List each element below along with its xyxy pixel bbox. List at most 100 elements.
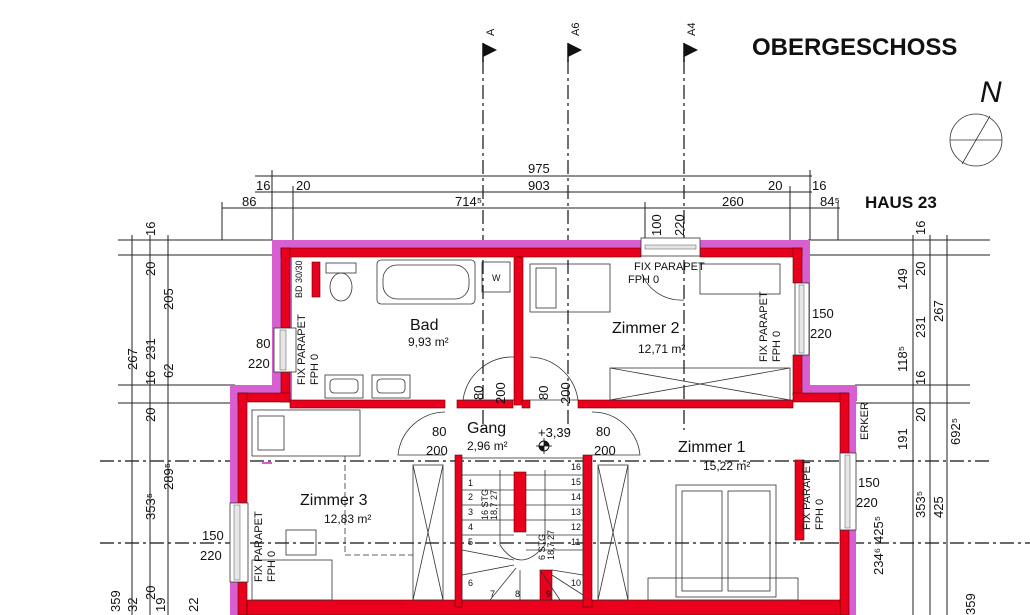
room-name-zimmer-1: Zimmer 1 [678,439,746,456]
dim-right-425: 425 [931,496,946,518]
room-area-zimmer-2: 12,71 m² [638,342,685,356]
stair-label: 6 STG [537,534,547,560]
stair-step: 16 [571,462,581,472]
opening-height: 220 [672,214,687,236]
room-area-zimmer-3: 12,83 m² [324,512,371,526]
house-label: HAUS 23 [865,193,937,212]
dim-left-wall: 16 [256,178,270,193]
section-mark-a: A [485,28,497,36]
top-dimension-lines [221,170,840,240]
room-area-gang: 2,96 m² [467,439,508,453]
dim-left-20b: 20 [143,408,158,422]
dim-right-20: 20 [913,262,928,276]
window-units [229,237,857,583]
dim-right-425b: 425⁵ [871,516,886,543]
level-marker-icon [536,438,552,454]
room-area-zimmer-1: 15,22 m² [703,459,750,473]
erker-label: ERKER [859,402,871,440]
dim-overall: 975 [528,161,550,176]
fix-parapet-label: FIX PARAPET [758,291,770,362]
stair-step-numbers: 16 15 14 13 12 11 10 1 2 3 4 5 6 7 8 9 [468,462,581,599]
dim-right-ins: 20 [768,178,782,193]
opening-width: 150 [858,475,880,490]
plan-title: OBERGESCHOSS [752,34,957,61]
room-name-gang: Gang [467,420,506,437]
dim-left-62: 62 [161,364,176,378]
dim-seg-d: 84⁵ [820,194,840,209]
dim-right-20b: 20 [913,408,928,422]
opening-width: 150 [202,528,224,543]
dim-left-205: 205 [161,288,176,310]
dim-left-16b: 16 [143,371,158,385]
dim-right-16b: 16 [913,371,928,385]
dim-right-267: 267 [931,300,946,322]
opening-height: 200 [493,382,508,404]
washer-label: W [492,273,501,283]
stair-label: 16 STG [480,489,490,520]
dim-left-19: 19 [153,598,168,612]
opening-width: 80 [596,424,610,439]
dim-left-16: 16 [143,222,158,236]
opening-width: 80 [256,336,270,351]
dim-left-289: 289⁵ [161,463,176,490]
dim-right-234: 234⁶ [871,548,886,575]
dim-right-16: 16 [913,221,928,235]
washer-icon [481,261,511,293]
fph-label: FPH 0 [628,274,659,286]
opening-width: 80 [536,386,551,400]
dim-right-118: 118⁵ [895,346,910,372]
right-dimension-lines [808,235,990,615]
opening-height: 200 [426,443,448,458]
staircase [461,457,584,601]
dim-seg-c: 260 [722,194,744,209]
stair-step: 14 [571,492,581,502]
dim-left-231: 231 [143,338,158,360]
dim-left-267: 267 [125,348,140,370]
stair-step: 7 [490,589,495,599]
opening-width: 80 [471,386,486,400]
dim-left-20c: 20 [143,586,158,600]
opening-width: 150 [812,306,834,321]
dim-left-ins: 20 [296,178,310,193]
fix-parapet-label: FIX PARAPET [634,261,705,273]
stair-step: 9 [546,589,551,599]
stair-label: 18,7 27 [546,530,556,560]
dim-right-231: 231 [913,316,928,338]
stair-step: 10 [571,578,581,588]
fph-label: FPH 0 [309,354,321,385]
room-name-bad: Bad [410,317,438,334]
dim-right-353: 353⁵ [913,491,928,518]
stair-step: 3 [468,507,473,517]
stair-step: 15 [571,477,581,487]
stair-label: 18,7 27 [489,490,499,520]
opening-height: 220 [810,326,832,341]
opening-height: 200 [558,382,573,404]
opening-width: 80 [432,424,446,439]
stair-step: 1 [468,478,473,488]
dim-seg-b: 714⁵ [455,194,482,209]
fph-label: FPH 0 [814,499,826,530]
dim-left-353: 353⁵ [143,493,158,520]
stair-step: 11 [571,537,580,547]
fix-parapet-label: FIX PARAPET [253,511,265,582]
stair-step: 12 [571,522,581,532]
dim-left-22: 22 [186,598,201,612]
fix-parapet-label: FIX PARAPET [296,314,308,385]
room-area-bad: 9,93 m² [408,335,449,349]
dim-left-32: 32 [125,598,140,612]
dim-left-20: 20 [143,262,158,276]
furniture [251,263,799,601]
fix-parapet-label: FIX PARAPET [801,459,813,530]
stair-step: 5 [468,537,473,547]
opening-width: 100 [649,214,664,236]
room-name-zimmer-2: Zimmer 2 [612,320,680,337]
stair-step: 6 [468,578,473,588]
left-dimension-lines [118,235,293,615]
fph-label: FPH 0 [266,551,278,582]
toilet-icon [325,262,357,302]
opening-height: 200 [594,443,616,458]
dim-right-692: 692⁵ [948,418,963,445]
opening-height: 220 [856,495,878,510]
dim-right-359: 359 [963,593,978,615]
